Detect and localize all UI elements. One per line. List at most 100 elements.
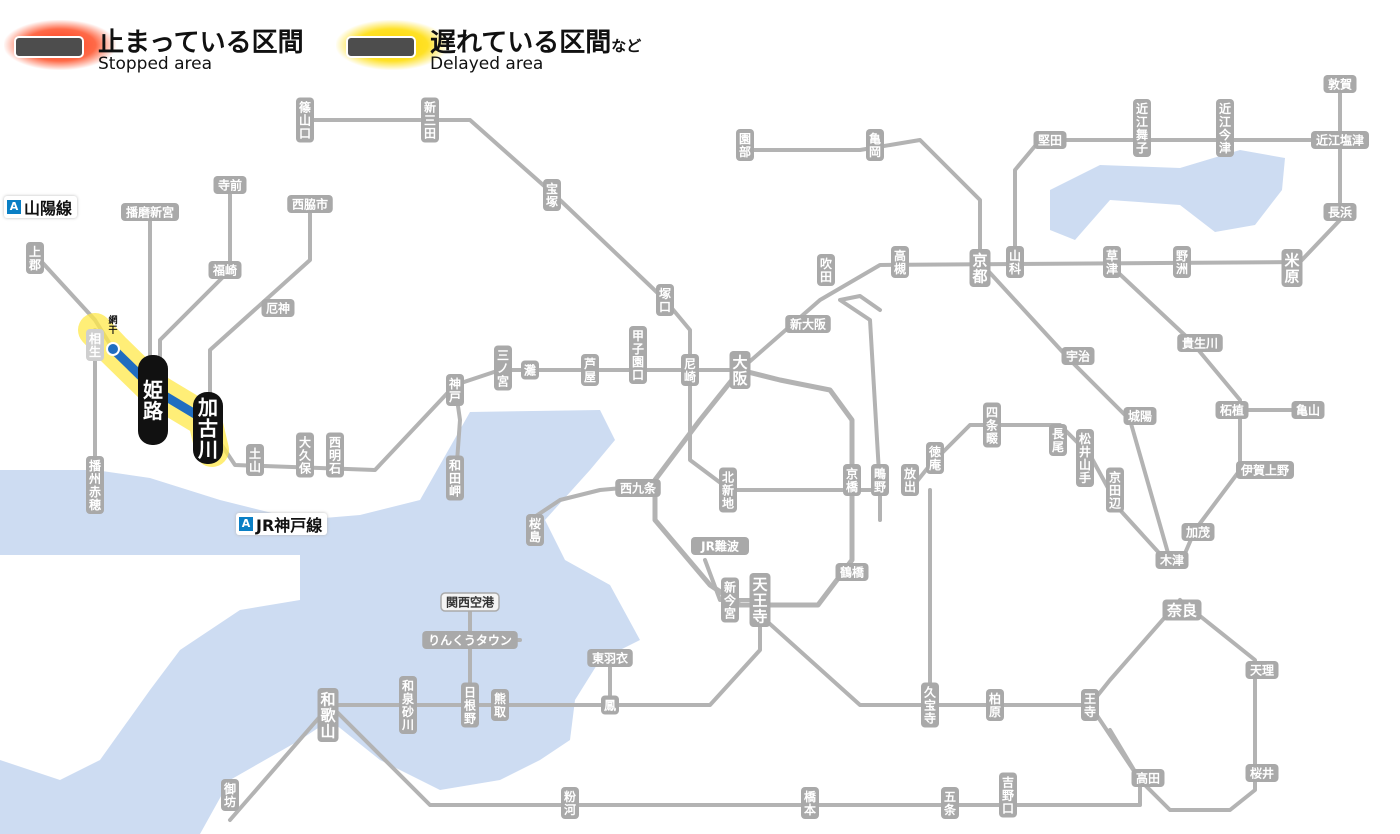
- station-e-yoshinoguchi[interactable]: 吉野口: [999, 772, 1017, 818]
- stopped-swatch: [14, 36, 84, 58]
- station-n-sonobe[interactable]: 園部: [736, 129, 754, 161]
- station-k-osaka[interactable]: 大阪: [729, 351, 751, 389]
- station-h-himeji[interactable]: 姫路: [140, 376, 166, 424]
- station-h-amikan[interactable]: 網干: [106, 312, 121, 338]
- station-e-tenri[interactable]: 天理: [1245, 661, 1279, 679]
- station-e-nagao[interactable]: 長尾: [1049, 424, 1067, 456]
- station-w-gobo[interactable]: 御坊: [221, 779, 239, 811]
- station-w-rinku[interactable]: りんくうタウン: [422, 631, 518, 649]
- station-label-char: 条: [985, 417, 999, 432]
- station-label-char: 手: [1079, 470, 1091, 485]
- station-n-nagahama[interactable]: 長浜: [1323, 203, 1357, 221]
- station-k-yasu[interactable]: 野洲: [1173, 246, 1191, 278]
- station-o-nishikujo[interactable]: 西九条: [615, 479, 661, 497]
- station-k-amagasaki[interactable]: 尼崎: [681, 354, 699, 386]
- station-w-otori[interactable]: 鳳: [601, 695, 619, 715]
- station-o-hanaten2[interactable]: 放出: [901, 464, 919, 496]
- station-e-iga[interactable]: 伊賀上野: [1236, 461, 1294, 479]
- station-e-shijonawate[interactable]: 四条畷: [983, 402, 1001, 448]
- station-h-tsukaguchi[interactable]: 塚口: [656, 284, 674, 316]
- station-label-char: 野: [1002, 788, 1014, 802]
- sanyo-line-tag[interactable]: A 山陽線: [4, 196, 78, 218]
- station-o-sakurajima[interactable]: 桜島: [526, 514, 544, 546]
- station-h-fukusaki[interactable]: 福崎: [208, 261, 242, 279]
- station-e-tsuge[interactable]: 柘植: [1215, 401, 1249, 419]
- station-k-suita[interactable]: 吹田: [817, 254, 835, 286]
- station-h-tsuchiyama[interactable]: 土山: [246, 444, 264, 476]
- station-w-hineno[interactable]: 日根野: [461, 682, 479, 728]
- station-o-tennoji[interactable]: 天王寺: [749, 573, 771, 627]
- station-e-kamo[interactable]: 加茂: [1181, 523, 1215, 541]
- station-k-shinosaka[interactable]: 新大阪: [785, 315, 831, 333]
- station-h-aioi[interactable]: 相生: [86, 329, 104, 361]
- station-e-kizu[interactable]: 木津: [1155, 551, 1189, 569]
- station-label: 宇治: [1066, 348, 1090, 363]
- station-k-sannomiya[interactable]: 三ノ宮: [494, 345, 512, 391]
- kobe-line-tag[interactable]: A JR神戸線: [236, 513, 328, 535]
- station-o-kyobashi[interactable]: 京橋: [843, 464, 861, 496]
- station-w-hashimoto[interactable]: 橋本: [801, 787, 819, 819]
- station-k-kusatsu[interactable]: 草津: [1103, 246, 1121, 278]
- station-e-joyo[interactable]: 城陽: [1123, 407, 1157, 425]
- station-e-oji[interactable]: 王寺: [1081, 689, 1099, 721]
- station-k-nada[interactable]: 灘: [521, 360, 539, 380]
- station-e-kashiwara[interactable]: 柏原: [986, 689, 1004, 721]
- station-h-harimashinguu[interactable]: 播磨新宮: [121, 203, 179, 221]
- station-h-nishiwaki[interactable]: 西脇市: [287, 195, 333, 213]
- station-e-takada[interactable]: 高田: [1131, 769, 1165, 787]
- station-w-kansaiairport[interactable]: 関西空港: [440, 592, 500, 612]
- station-h-teramae[interactable]: 寺前: [213, 176, 247, 194]
- station-h-yashiro[interactable]: 厄神: [261, 299, 295, 317]
- station-o-kitashinchi[interactable]: 北新地: [719, 467, 737, 513]
- station-e-nara[interactable]: 奈良: [1162, 599, 1202, 621]
- station-n-kameoka[interactable]: 亀岡: [866, 129, 884, 161]
- station-h-okubo[interactable]: 大久保: [296, 432, 314, 478]
- station-e-kameyama[interactable]: 亀山: [1291, 401, 1325, 419]
- station-w-kokawa[interactable]: 粉河: [561, 787, 579, 819]
- station-h-kamigori[interactable]: 上郡: [26, 242, 44, 274]
- station-k-takatsuki[interactable]: 高槻: [891, 246, 909, 278]
- station-e-tokuan[interactable]: 徳庵: [926, 442, 944, 474]
- station-n-katata[interactable]: 堅田: [1033, 131, 1067, 149]
- station-w-higashihagoromo[interactable]: 東羽衣: [587, 649, 633, 667]
- station-h-kakogawa[interactable]: 加古川: [195, 394, 221, 463]
- station-k-ashiya[interactable]: 芦屋: [581, 354, 599, 386]
- station-k-yamashina[interactable]: 山科: [1006, 246, 1024, 278]
- station-h-shinsanda[interactable]: 新三田: [421, 97, 439, 143]
- station-e-gojo[interactable]: 五条: [941, 787, 959, 819]
- station-h-takarazuka[interactable]: 宝塚: [543, 179, 561, 211]
- station-e-sakurai[interactable]: 桜井: [1245, 764, 1279, 782]
- station-label-char: 州: [88, 472, 101, 486]
- station-label: 西脇市: [292, 196, 328, 211]
- station-o-shinimamiya[interactable]: 新今宮: [721, 577, 739, 623]
- station-k-maibara[interactable]: 米原: [1281, 249, 1303, 287]
- station-k-kyoto[interactable]: 京都: [969, 249, 991, 287]
- station-e-kibugawa[interactable]: 貴生川: [1177, 334, 1223, 352]
- station-w-kumatori[interactable]: 熊取: [491, 689, 509, 721]
- station-n-tsuruga[interactable]: 敦賀: [1323, 75, 1357, 93]
- station-o-hanaten[interactable]: 鴫野: [871, 464, 889, 496]
- station-pill: [969, 249, 991, 287]
- station-w-wakayama[interactable]: 和歌山: [317, 688, 339, 742]
- station-label-char: 条: [943, 802, 957, 817]
- station-o-tsurahashi[interactable]: 鶴橋: [835, 563, 869, 581]
- station-k-wadamisaki[interactable]: 和田岬: [446, 455, 464, 501]
- station-k-kobe[interactable]: 神戸: [446, 374, 464, 406]
- station-o-jrnamba[interactable]: JR難波: [691, 537, 749, 555]
- station-e-uji[interactable]: 宇治: [1061, 347, 1095, 365]
- station-label-char: 御: [223, 781, 236, 796]
- station-label-char: 根: [464, 697, 476, 712]
- station-h-nishiakashi[interactable]: 西明石: [326, 432, 344, 478]
- station-label-char: 加: [197, 396, 218, 420]
- station-e-kyotanabe[interactable]: 京田辺: [1106, 467, 1124, 513]
- station-h-sasayama[interactable]: 篠山口: [296, 97, 314, 143]
- station-e-kyuhoji[interactable]: 久宝寺: [921, 682, 939, 728]
- station-pill: [1081, 689, 1099, 721]
- station-n-omishiotsu[interactable]: 近江塩津: [1311, 131, 1369, 149]
